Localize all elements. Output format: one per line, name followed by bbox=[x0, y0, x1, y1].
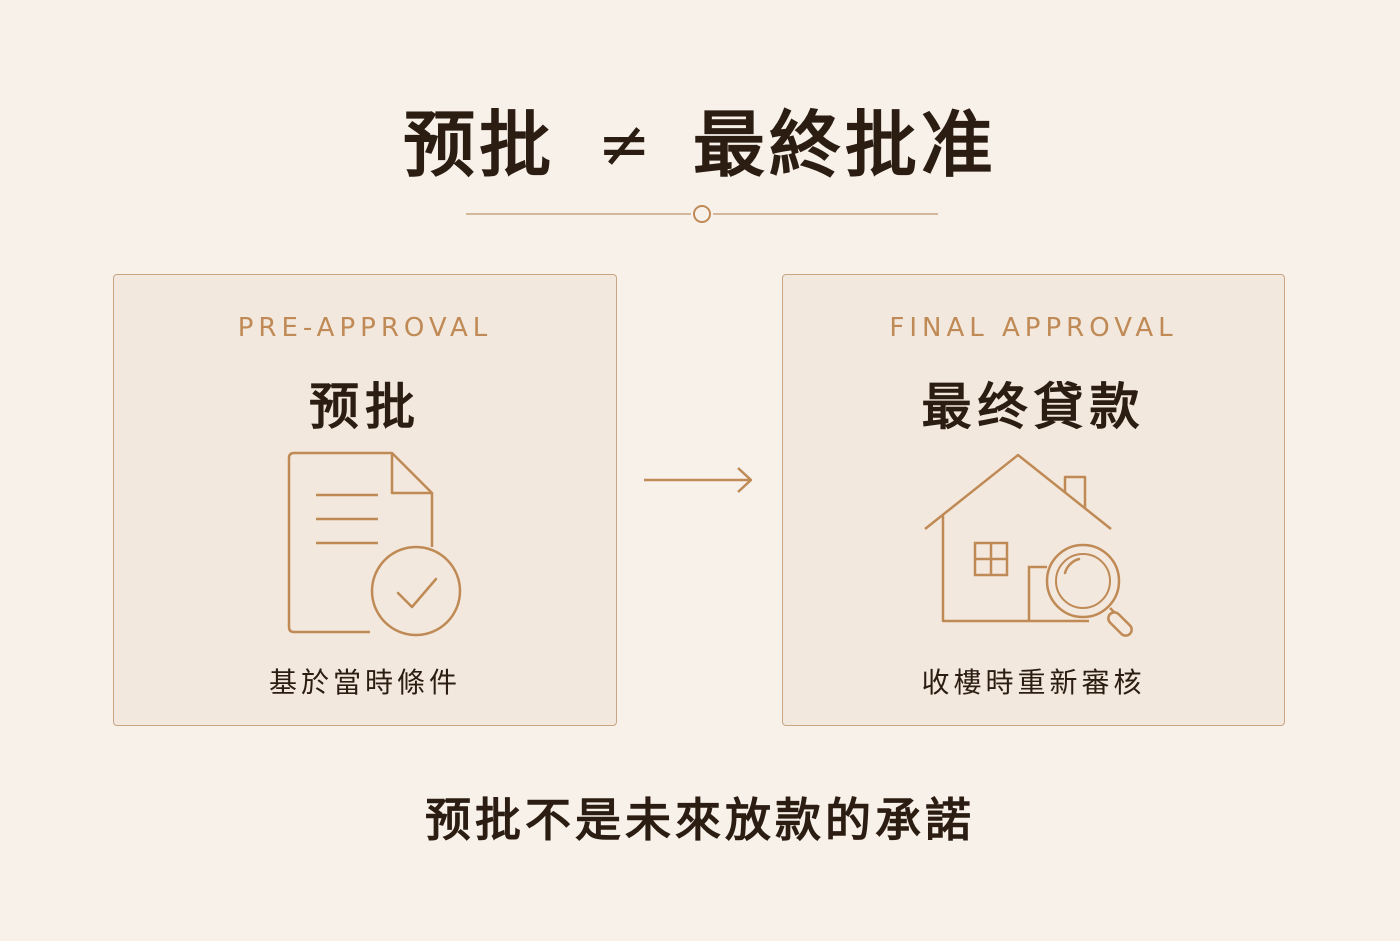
house-search-icon bbox=[924, 453, 1133, 637]
final-approval-card: FINAL APPROVAL 最终貸款 收樓時重新審核 bbox=[782, 274, 1285, 726]
page-title: 预批 ≠ 最終批准 bbox=[0, 95, 1400, 195]
final-approval-description: 收樓時重新審核 bbox=[921, 666, 1146, 699]
not-equal-symbol: ≠ bbox=[597, 108, 651, 182]
final-approval-chinese-label: 最终貸款 bbox=[921, 377, 1146, 436]
title-pre-approval: 预批 bbox=[403, 102, 556, 187]
pre-approval-english-label: PRE-APPROVAL bbox=[237, 313, 493, 343]
pre-approval-card: PRE-APPROVAL 预批 基於當時條件 bbox=[113, 274, 617, 726]
arrow-right-icon bbox=[644, 467, 753, 493]
final-approval-english-label: FINAL APPROVAL bbox=[889, 313, 1178, 343]
pre-approval-description: 基於當時條件 bbox=[268, 666, 461, 699]
footer-statement: 预批不是未來放款的承諾 bbox=[425, 793, 975, 847]
title-final-approval: 最終批准 bbox=[692, 102, 997, 187]
pre-approval-chinese-label: 预批 bbox=[309, 377, 421, 436]
document-check-icon bbox=[287, 451, 462, 637]
title-divider bbox=[466, 205, 938, 223]
